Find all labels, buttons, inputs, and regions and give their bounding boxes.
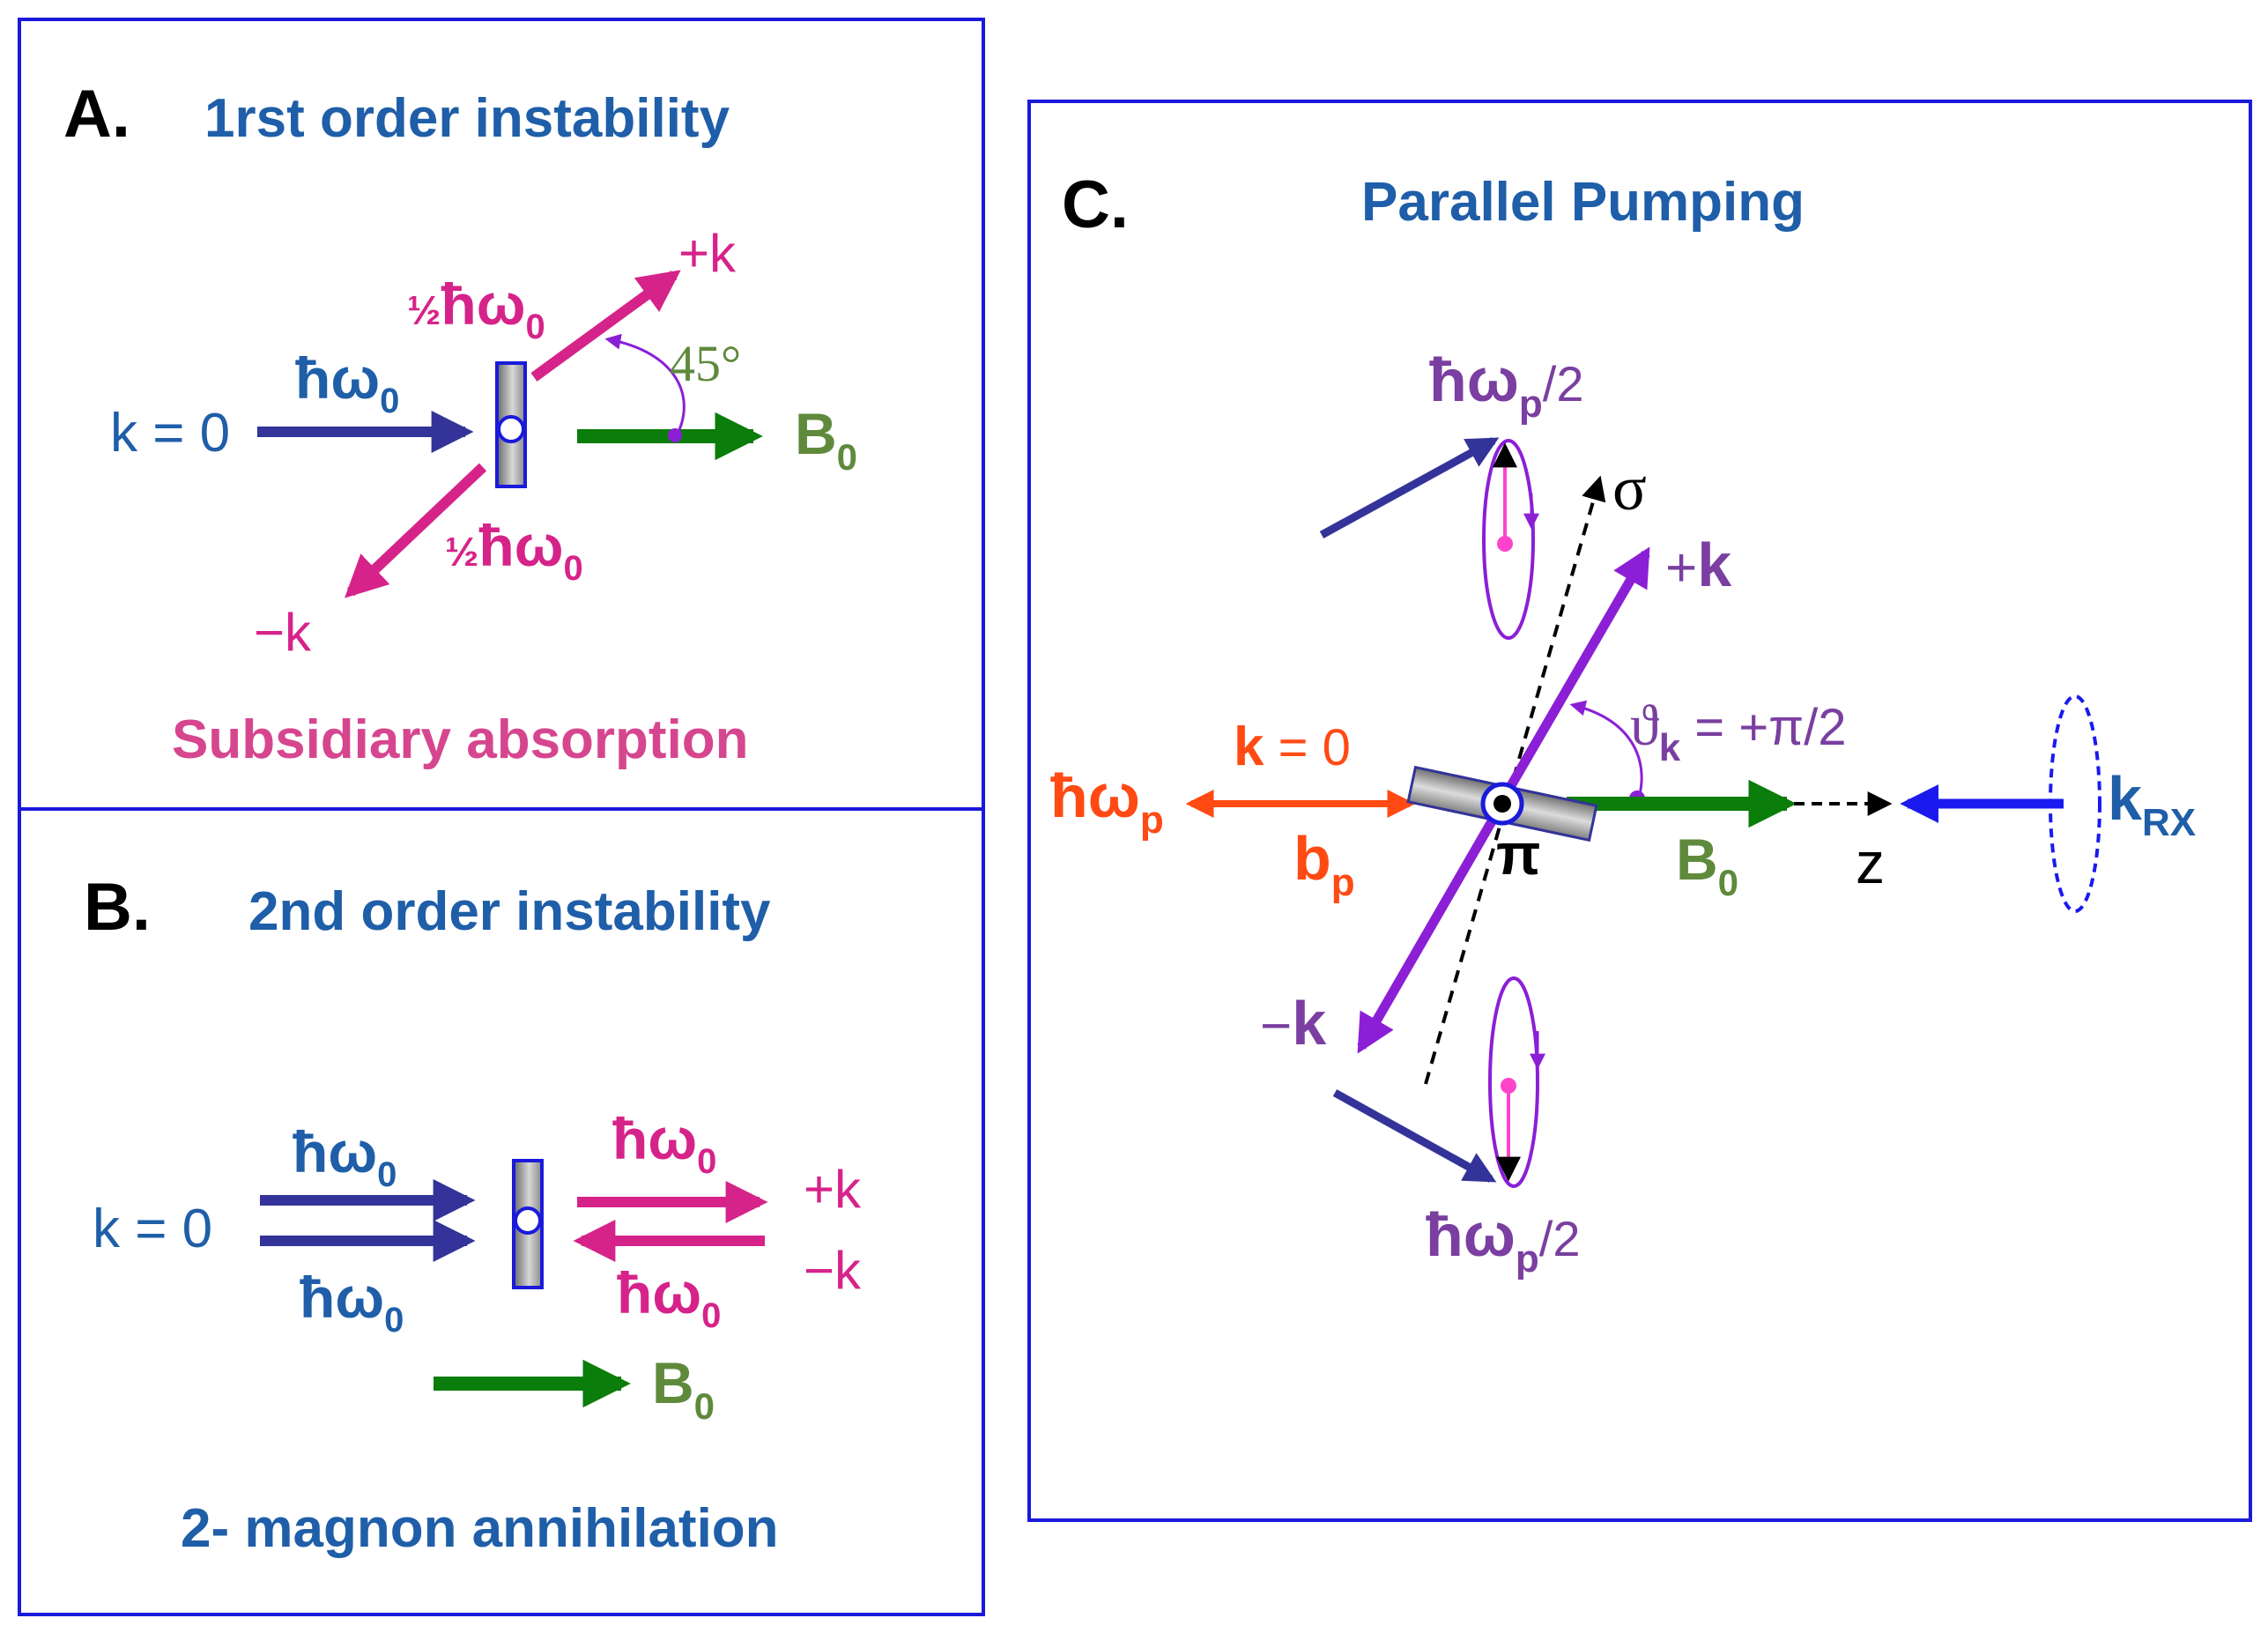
panel-c-plus-k-arrow [1502, 546, 1650, 796]
panel-c-letter: C. [1062, 167, 1129, 242]
panel-c-kRX-label: kRX [2108, 764, 2196, 844]
panel-ab-frame [18, 18, 985, 1616]
panel-c-pi-label: π [1496, 821, 1541, 887]
panel-a-angle-arc [604, 333, 686, 436]
panel-a-photon-energy: ħω0 [295, 345, 399, 420]
panel-a-angle-label: 45° [670, 335, 741, 392]
panel-a-minus-k-label: −k [254, 603, 312, 662]
panel-c-b0-label: B0 [1676, 827, 1738, 903]
panel-a-caption: Subsidiary absorption [172, 709, 749, 770]
panel-c-theta-label: ϑk = +π/2 [1630, 694, 1847, 769]
panel-a-half-energy-upper: ½ħω0 [407, 271, 545, 346]
panel-c-sigma-label: σ [1612, 453, 1647, 523]
panel-c-precession-upper [1482, 439, 1535, 640]
panel-b-plus-k-label: +k [804, 1160, 862, 1219]
panel-c-minus-k-arrow [1357, 808, 1502, 1054]
panel-c-frame [1027, 100, 2252, 1522]
panel-a-k-zero: k = 0 [110, 403, 230, 464]
panel-a-letter: A. [63, 77, 130, 152]
panel-b-minus-k-label: −k [804, 1241, 862, 1300]
panel-c-title: Parallel Pumping [1361, 172, 1805, 233]
panel-a-angle-dot [668, 428, 682, 442]
panel-c-pump-arrow-lower [1332, 1089, 1497, 1183]
panel-b-title: 2nd order instability [248, 881, 771, 942]
panel-c-precession-lower [1488, 976, 1539, 1188]
panel-a-title: 1rst order instability [204, 88, 730, 149]
panel-c-z-label: z [1856, 830, 1885, 895]
panel-c-bp-label: bp [1293, 824, 1355, 904]
panel-b-b0-label: B0 [652, 1350, 715, 1427]
panel-a-half-energy-lower: ½ħω0 [445, 513, 583, 588]
panel-c-spin-dot-lower [1501, 1078, 1516, 1094]
panel-b-letter: B. [84, 870, 151, 945]
panel-c-sample-dot [1493, 795, 1511, 813]
panel-c-spin-dot-upper [1497, 536, 1513, 552]
panel-a-sample-center [497, 415, 525, 443]
panel-c-minus-k-label: −k [1260, 989, 1326, 1058]
panel-b: B. 2nd order instability k = 0 ħω0 ħω0 ħ… [84, 870, 862, 1559]
panel-b-photon-energy-lower: ħω0 [300, 1265, 404, 1340]
panel-b-photon-energy-upper: ħω0 [293, 1119, 397, 1194]
panel-b-k-zero: k = 0 [93, 1199, 212, 1259]
panel-c-plus-k-label: +k [1665, 531, 1731, 599]
panel-b-caption: 2- magnon annihilation [181, 1498, 779, 1559]
panel-b-sample-center [514, 1206, 542, 1235]
panel-c-half-pump-upper: ħωp/2 [1429, 345, 1584, 426]
panel-c-half-pump-lower: ħωp/2 [1426, 1200, 1581, 1280]
panel-c-pump-arrow-upper [1319, 437, 1500, 538]
panel-a-plus-k-arrow [530, 270, 681, 382]
panel-c-kRX-beam [2049, 694, 2101, 913]
panel-a-b0-label: B0 [795, 401, 857, 478]
panel-c-k-zero: k = 0 [1234, 716, 1351, 777]
panel-a-plus-k-label: +k [678, 224, 737, 283]
panel-b-magnon-energy-upper: ħω0 [612, 1106, 716, 1181]
panel-c: C. Parallel Pumping ħωp/2 σ +k −k ϑk = +… [1050, 167, 2196, 1280]
panel-b-magnon-energy-lower: ħω0 [617, 1260, 721, 1335]
panel-c-pump-energy: ħωp [1050, 761, 1164, 842]
panel-a-minus-k-arrow [345, 463, 487, 598]
panel-c-theta-arc [1569, 700, 1643, 799]
panel-a: A. 1rst order instability k = 0 ħω0 45° … [63, 77, 857, 770]
